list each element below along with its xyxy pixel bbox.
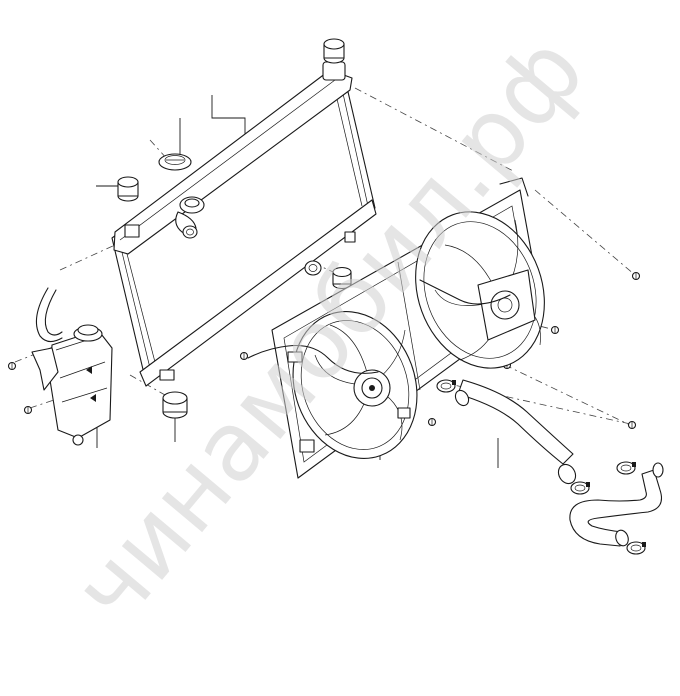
bolt-icon [7, 361, 17, 371]
hose-clamp-icon [616, 461, 636, 475]
expansion-tank [31, 324, 113, 446]
rubber-mount-upper-left [117, 176, 139, 202]
rubber-mount-lower [162, 391, 188, 419]
hose-clamp-icon [570, 481, 590, 495]
radiator-top-mount [323, 38, 345, 64]
bolt-icon [23, 405, 33, 415]
hose-clamp-icon [436, 379, 456, 393]
bolt-icon [239, 351, 249, 361]
hose-clamps [436, 379, 646, 555]
radiator [111, 61, 377, 387]
lower-radiator-hose [569, 462, 664, 547]
bolt-icon [550, 325, 560, 335]
bolts [7, 271, 641, 430]
bolt-icon [627, 420, 637, 430]
upper-radiator-hose [454, 379, 577, 485]
bolt-icon [427, 417, 437, 427]
hose-clamp-icon [626, 541, 646, 555]
rubber-mount-center [332, 266, 352, 290]
bolt-icon [631, 271, 641, 281]
overflow-hose [35, 287, 63, 343]
radiator-cap [158, 153, 192, 171]
fan-shroud-assembly [247, 177, 545, 479]
